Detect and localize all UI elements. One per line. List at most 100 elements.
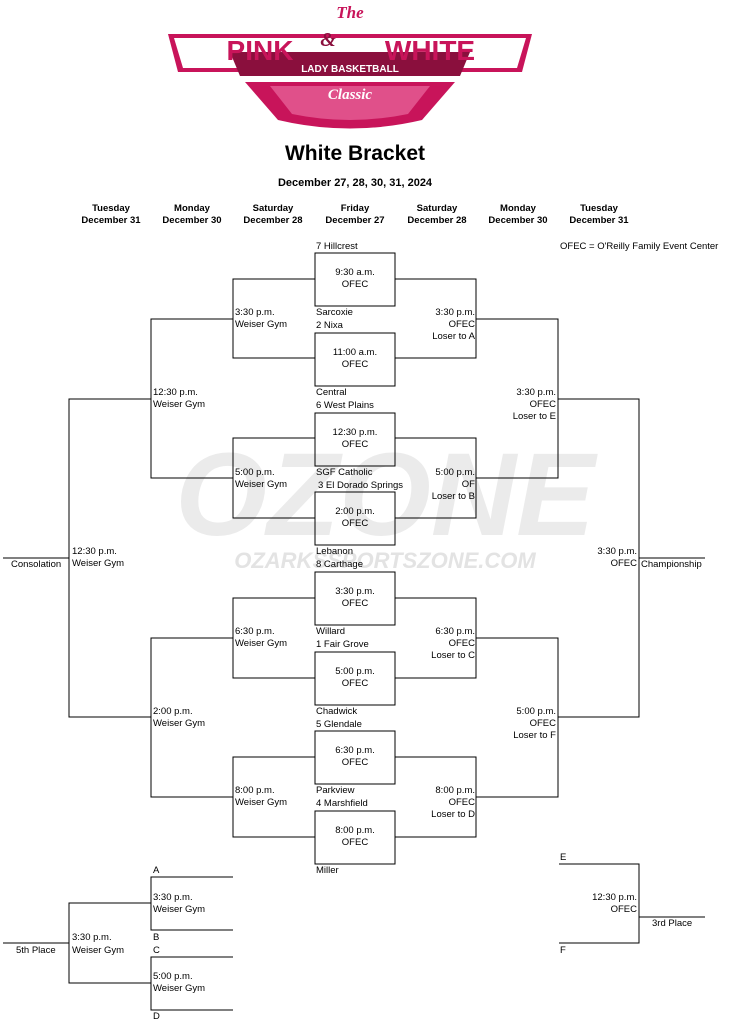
column-day: Tuesday bbox=[92, 203, 130, 214]
fifth-semi-game: 3:30 p.m. Weiser Gym bbox=[153, 892, 205, 916]
game-time: 5:00 p.m. bbox=[435, 467, 475, 478]
first-round-game: 2:00 p.m. OFEC bbox=[315, 506, 395, 530]
logo-ampersand: & bbox=[320, 29, 336, 51]
fifth-slot-c: C bbox=[153, 945, 160, 956]
column-date: December 28 bbox=[243, 215, 303, 226]
first-round-game: 11:00 a.m. OFEC bbox=[315, 347, 395, 371]
game-note: Loser to B bbox=[431, 491, 475, 502]
game-venue: OFEC bbox=[341, 439, 369, 450]
game-time: 3:30 p.m. bbox=[335, 586, 375, 597]
third-place-game: 12:30 p.m. OFEC bbox=[557, 892, 637, 916]
game-venue: OFEC bbox=[610, 558, 637, 569]
first-round-game: 8:00 p.m. OFEC bbox=[315, 825, 395, 849]
team-name: Sarcoxie bbox=[316, 307, 353, 318]
left-qf-game: 6:30 p.m. Weiser Gym bbox=[235, 626, 287, 650]
fifth-place-venue: Weiser Gym bbox=[72, 945, 125, 956]
game-venue: OFEC bbox=[341, 678, 369, 689]
column-day: Monday bbox=[174, 203, 210, 214]
game-venue: OFEC bbox=[610, 904, 637, 915]
column-date: December 30 bbox=[488, 215, 548, 226]
game-time: 3:30 p.m. bbox=[72, 932, 112, 943]
logo-white-text: WHITE bbox=[385, 35, 475, 66]
logo-the-text: The bbox=[336, 3, 364, 22]
team-name: Parkview bbox=[316, 785, 355, 796]
left-qf-game: 8:00 p.m. Weiser Gym bbox=[235, 785, 287, 809]
watermark-url-text: OZARKSSPORTSZONE.COM bbox=[234, 548, 536, 573]
game-venue: OFEC bbox=[341, 359, 369, 370]
team-name: 7 Hillcrest bbox=[316, 241, 358, 252]
game-time: 5:00 p.m. bbox=[153, 971, 193, 982]
game-venue: Weiser Gym bbox=[153, 983, 206, 994]
fifth-slot-d: D bbox=[153, 1011, 160, 1022]
logo-sub-text: LADY BASKETBALL bbox=[301, 64, 399, 75]
team-name: Willard bbox=[316, 626, 346, 637]
column-day: Friday bbox=[340, 203, 370, 214]
tournament-dates: December 27, 28, 30, 31, 2024 bbox=[277, 177, 433, 189]
game-venue: Weiser Gym bbox=[235, 479, 288, 490]
consolation-label: Consolation bbox=[11, 559, 62, 570]
venue-legend-note: OFEC = O'Reilly Family Event Center bbox=[560, 241, 719, 252]
game-venue: Weiser Gym bbox=[235, 797, 288, 808]
team-name: 3 El Dorado Springs bbox=[318, 480, 404, 491]
game-note: Loser to F bbox=[513, 730, 556, 741]
game-time: 3:30 p.m. bbox=[235, 307, 275, 318]
third-place-label: 3rd Place bbox=[652, 918, 693, 929]
game-time: 5:00 p.m. bbox=[516, 706, 556, 717]
column-date: December 28 bbox=[407, 215, 467, 226]
game-venue: OF bbox=[461, 479, 475, 490]
game-time: 12:30 p.m. bbox=[592, 892, 637, 903]
right-qf-game: 8:00 p.m. OFEC Loser to D bbox=[395, 785, 475, 821]
pink-white-classic-logo: The PINK & WHITE LADY BASKETBALL Classic bbox=[168, 3, 532, 129]
game-venue: OFEC bbox=[341, 518, 369, 529]
fifth-semi-game: 5:00 p.m. Weiser Gym bbox=[153, 971, 205, 995]
right-qf-game: 6:30 p.m. OFEC Loser to C bbox=[395, 626, 475, 662]
game-time: 3:30 p.m. bbox=[597, 546, 637, 557]
logo-pink-text: PINK bbox=[227, 35, 294, 66]
right-qf-game: 3:30 p.m. OFEC Loser to A bbox=[395, 307, 475, 343]
team-name: 1 Fair Grove bbox=[316, 639, 369, 650]
game-venue: Weiser Gym bbox=[153, 399, 206, 410]
column-day: Tuesday bbox=[580, 203, 618, 214]
fifth-slot-a: A bbox=[153, 865, 160, 876]
team-name: Central bbox=[316, 387, 347, 398]
team-name: 5 Glendale bbox=[316, 719, 362, 730]
team-name: Lebanon bbox=[316, 546, 353, 557]
column-date: December 31 bbox=[81, 215, 141, 226]
column-header-4: Friday December 27 bbox=[315, 203, 395, 227]
ozone-watermark: OZONE OZARKSSPORTSZONE.COM bbox=[175, 430, 598, 573]
team-name: SGF Catholic bbox=[316, 467, 373, 478]
fifth-slot-b: B bbox=[153, 932, 160, 943]
game-time: 2:00 p.m. bbox=[335, 506, 375, 517]
logo-classic-text: Classic bbox=[328, 87, 373, 103]
column-header-1: Tuesday December 31 bbox=[71, 203, 151, 227]
column-date: December 31 bbox=[569, 215, 629, 226]
left-qf-game: 5:00 p.m. Weiser Gym bbox=[235, 467, 287, 491]
fifth-place-game: 3:30 p.m. bbox=[72, 932, 112, 944]
game-time: 6:30 p.m. bbox=[435, 626, 475, 637]
game-time: 9:30 a.m. bbox=[335, 267, 375, 278]
column-header-7: Tuesday December 31 bbox=[559, 203, 639, 227]
game-venue: OFEC bbox=[448, 797, 475, 808]
game-note: Loser to C bbox=[431, 650, 475, 661]
game-venue: OFEC bbox=[341, 279, 369, 290]
game-venue: Weiser Gym bbox=[72, 558, 125, 569]
fifth-place-label: 5th Place bbox=[16, 945, 56, 956]
game-time: 8:00 p.m. bbox=[435, 785, 475, 796]
championship-game: 3:30 p.m. OFEC bbox=[557, 546, 637, 570]
game-time: 5:00 p.m. bbox=[335, 666, 375, 677]
right-qf-game: 5:00 p.m. OF Loser to B bbox=[395, 467, 475, 503]
column-day: Monday bbox=[500, 203, 536, 214]
game-time: 5:00 p.m. bbox=[235, 467, 275, 478]
first-round-game: 3:30 p.m. OFEC bbox=[315, 586, 395, 610]
game-venue: OFEC bbox=[341, 598, 369, 609]
column-header-2: Monday December 30 bbox=[152, 203, 232, 227]
game-venue: Weiser Gym bbox=[235, 319, 288, 330]
team-name: 8 Carthage bbox=[316, 559, 364, 570]
game-venue: OFEC bbox=[529, 399, 556, 410]
game-time: 6:30 p.m. bbox=[335, 745, 375, 756]
left-sf-game: 12:30 p.m. Weiser Gym bbox=[153, 387, 205, 411]
column-header-5: Saturday December 28 bbox=[397, 203, 477, 227]
right-sf-game: 5:00 p.m. OFEC Loser to F bbox=[476, 706, 556, 742]
